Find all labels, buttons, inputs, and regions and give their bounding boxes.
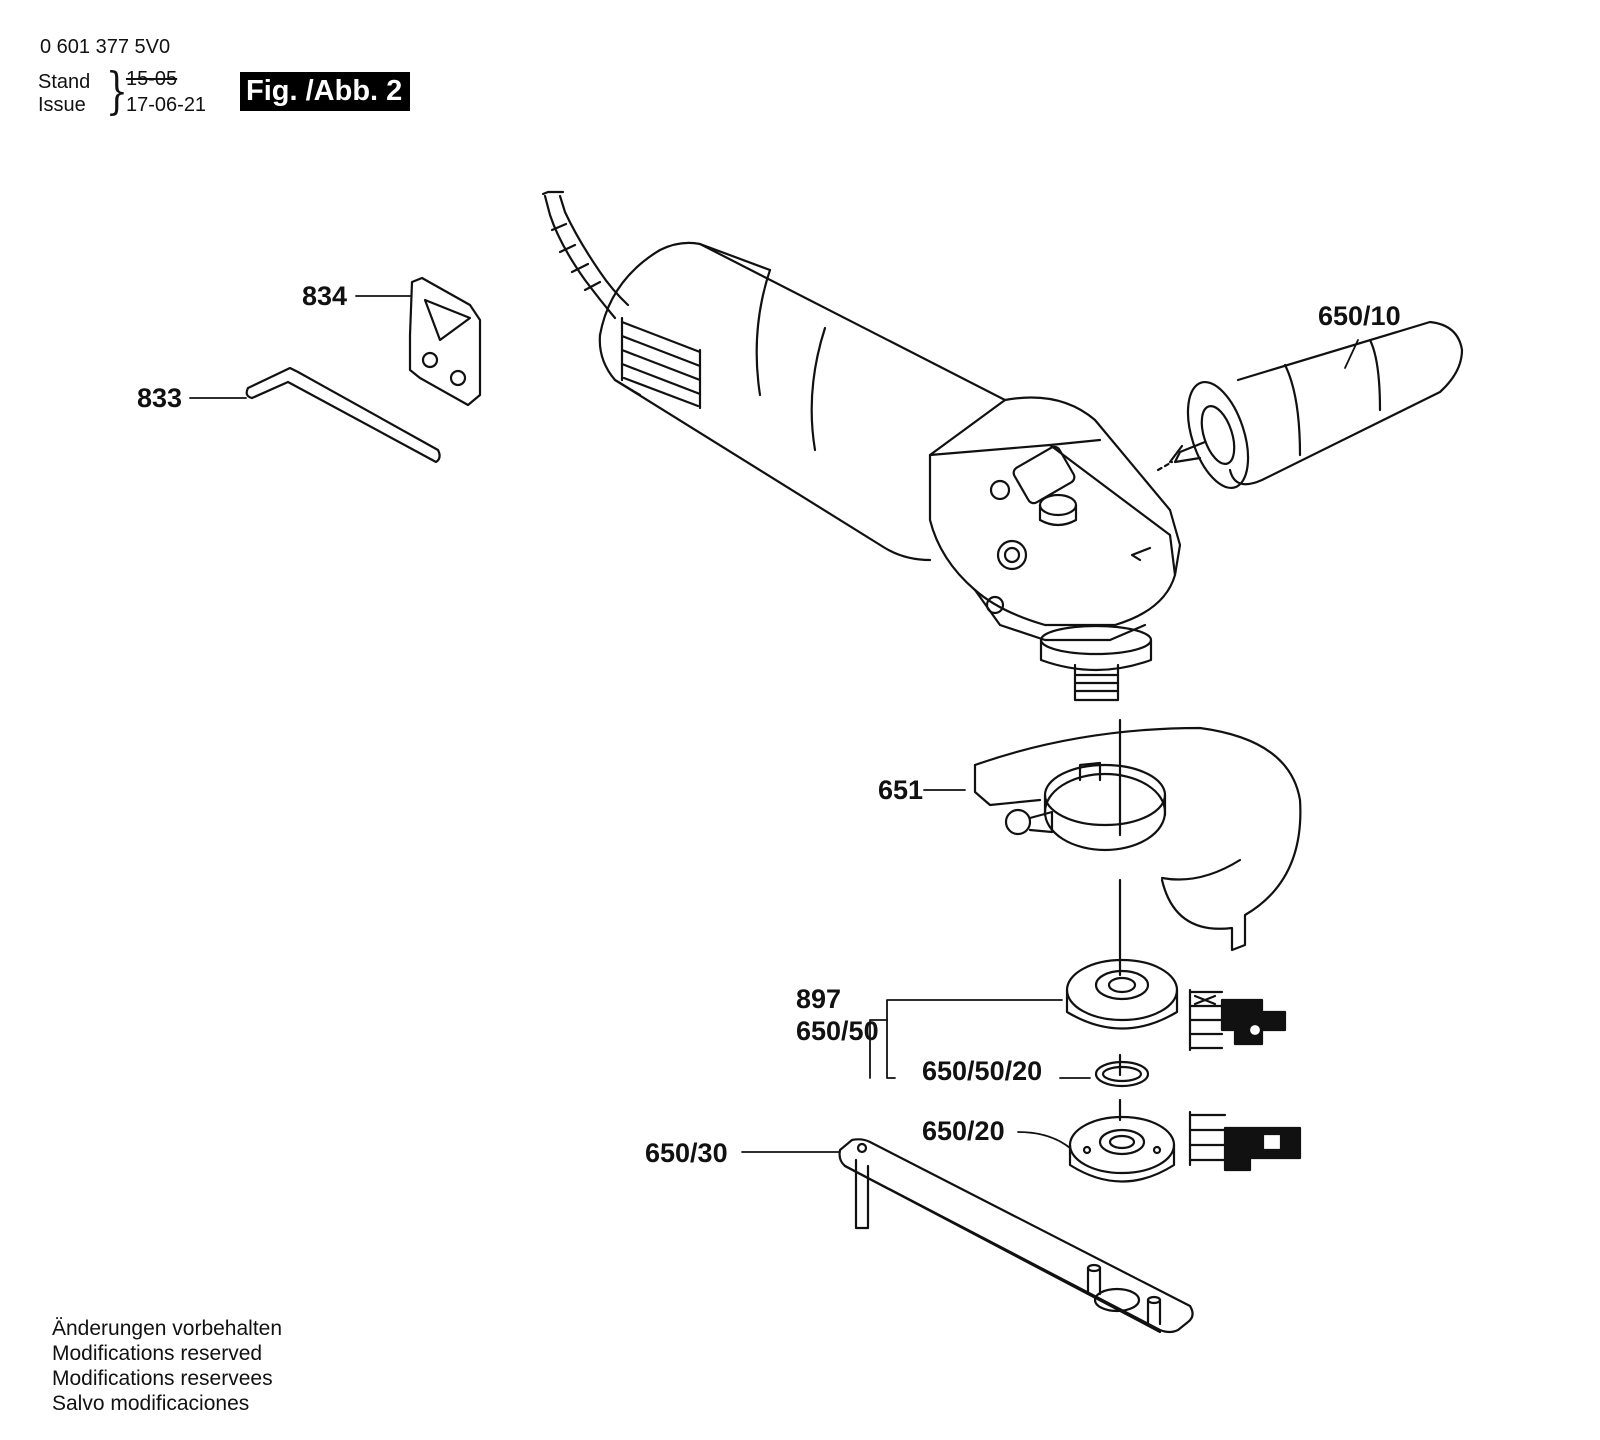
callout-834: 834 — [302, 281, 347, 311]
callout-650-50: 650/50 — [796, 1016, 879, 1046]
o-ring-icon — [1094, 1060, 1150, 1088]
brace-icon: } — [105, 62, 129, 120]
callout-650-10: 650/10 — [1318, 301, 1401, 331]
note-french: Modifications reservees — [52, 1367, 273, 1390]
callout-833: 833 — [137, 383, 182, 413]
callout-650-30: 650/30 — [645, 1138, 728, 1168]
clamping-nut-icon — [1065, 958, 1179, 1030]
callout-650-20: 650/20 — [922, 1116, 1005, 1146]
callout-650-50-20: 650/50/20 — [922, 1056, 1042, 1086]
document-number: 0 601 377 5V0 — [40, 36, 171, 58]
mounting-flange-section — [1188, 1110, 1302, 1172]
wheel-guard-icon — [973, 726, 1302, 952]
note-spanish: Salvo modificaciones — [52, 1392, 250, 1415]
issue-date: 17-06-21 — [126, 94, 207, 116]
note-german: Änderungen vorbehalten — [52, 1317, 283, 1340]
clamping-nut-section — [1188, 988, 1287, 1052]
figure-label: Fig. /Abb. 2 — [240, 72, 411, 111]
stand-label: Stand — [38, 71, 91, 93]
power-cord-icon — [541, 190, 630, 320]
spanner-wrench-icon — [838, 1138, 1194, 1334]
angle-grinder-body — [598, 241, 1182, 702]
issue-label: Issue — [38, 94, 86, 116]
note-english: Modifications reserved — [52, 1342, 263, 1365]
callout-897: 897 — [796, 984, 841, 1014]
modification-notes: Änderungen vorbehalten Modifications res… — [52, 1316, 282, 1416]
auxiliary-handle-icon — [1168, 320, 1464, 490]
stand-date: 15-05 — [126, 68, 178, 90]
bracket-plate-icon — [408, 276, 482, 407]
leader-lines — [189, 295, 1359, 1153]
callout-651: 651 — [878, 775, 923, 805]
hex-key-icon — [245, 366, 441, 464]
mounting-flange-icon — [1068, 1115, 1176, 1183]
